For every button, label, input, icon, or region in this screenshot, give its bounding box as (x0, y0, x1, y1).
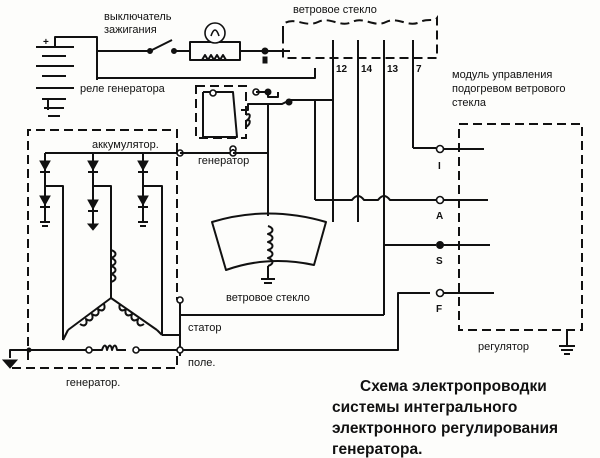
module-label-1: модуль управления (452, 69, 552, 81)
caption-line-4: генератора. (332, 441, 422, 458)
windshield-top-label: ветровое стекло (293, 4, 377, 16)
ground-icon (1, 359, 19, 369)
windshield-bottom-label: ветровое стекло (226, 292, 310, 304)
battery-terminal-label: аккумулятор. (92, 139, 159, 151)
voltage-regulator (458, 123, 583, 355)
stator-label: статор (188, 322, 221, 334)
pin-7-label: 7 (416, 64, 422, 75)
terminal-F-label: F (436, 304, 442, 315)
windshield-connector (282, 15, 438, 59)
indicator-lamp (189, 22, 241, 61)
module-label-3: стекла (452, 97, 487, 109)
lamp-resistor-icon (201, 54, 227, 61)
relay-generator-label: генератор (198, 155, 249, 167)
battery-positive-wire (54, 36, 150, 52)
pin-14-label: 14 (361, 64, 373, 75)
field-label: поле. (188, 357, 215, 369)
generator-housing (12, 129, 178, 369)
battery-plus-sign: + (43, 37, 49, 48)
ignition-switch-label-2: зажигания (104, 24, 157, 36)
regulator-label: регулятор (478, 341, 529, 353)
terminal-S-label: S (436, 256, 443, 267)
caption-line-2: системы интегрального (332, 399, 517, 416)
pin-13-label: 13 (387, 64, 399, 75)
battery: + (36, 37, 74, 117)
terminal-A-label: A (436, 211, 443, 222)
generator-label: генератор. (66, 377, 120, 389)
caption-line-3: электронного регулирования (332, 420, 558, 437)
field-winding-icon (92, 344, 126, 351)
windshield-heater-element (211, 212, 327, 284)
battery-plates (36, 46, 74, 117)
generator-relay-label: реле генератора (80, 83, 166, 95)
pin-12-label: 12 (336, 64, 348, 75)
module-label-2: подогревом ветрового (452, 83, 566, 95)
terminal-I-label: I (438, 161, 441, 172)
stator-windings (62, 245, 163, 341)
caption-line-1: Схема электропроводки (360, 378, 547, 395)
relay-feed-wire (96, 51, 316, 79)
generator-relay (195, 85, 262, 153)
ignition-switch[interactable] (147, 39, 177, 54)
rectifier-diodes (39, 153, 163, 340)
ignition-switch-label-1: выключатель (104, 11, 172, 23)
